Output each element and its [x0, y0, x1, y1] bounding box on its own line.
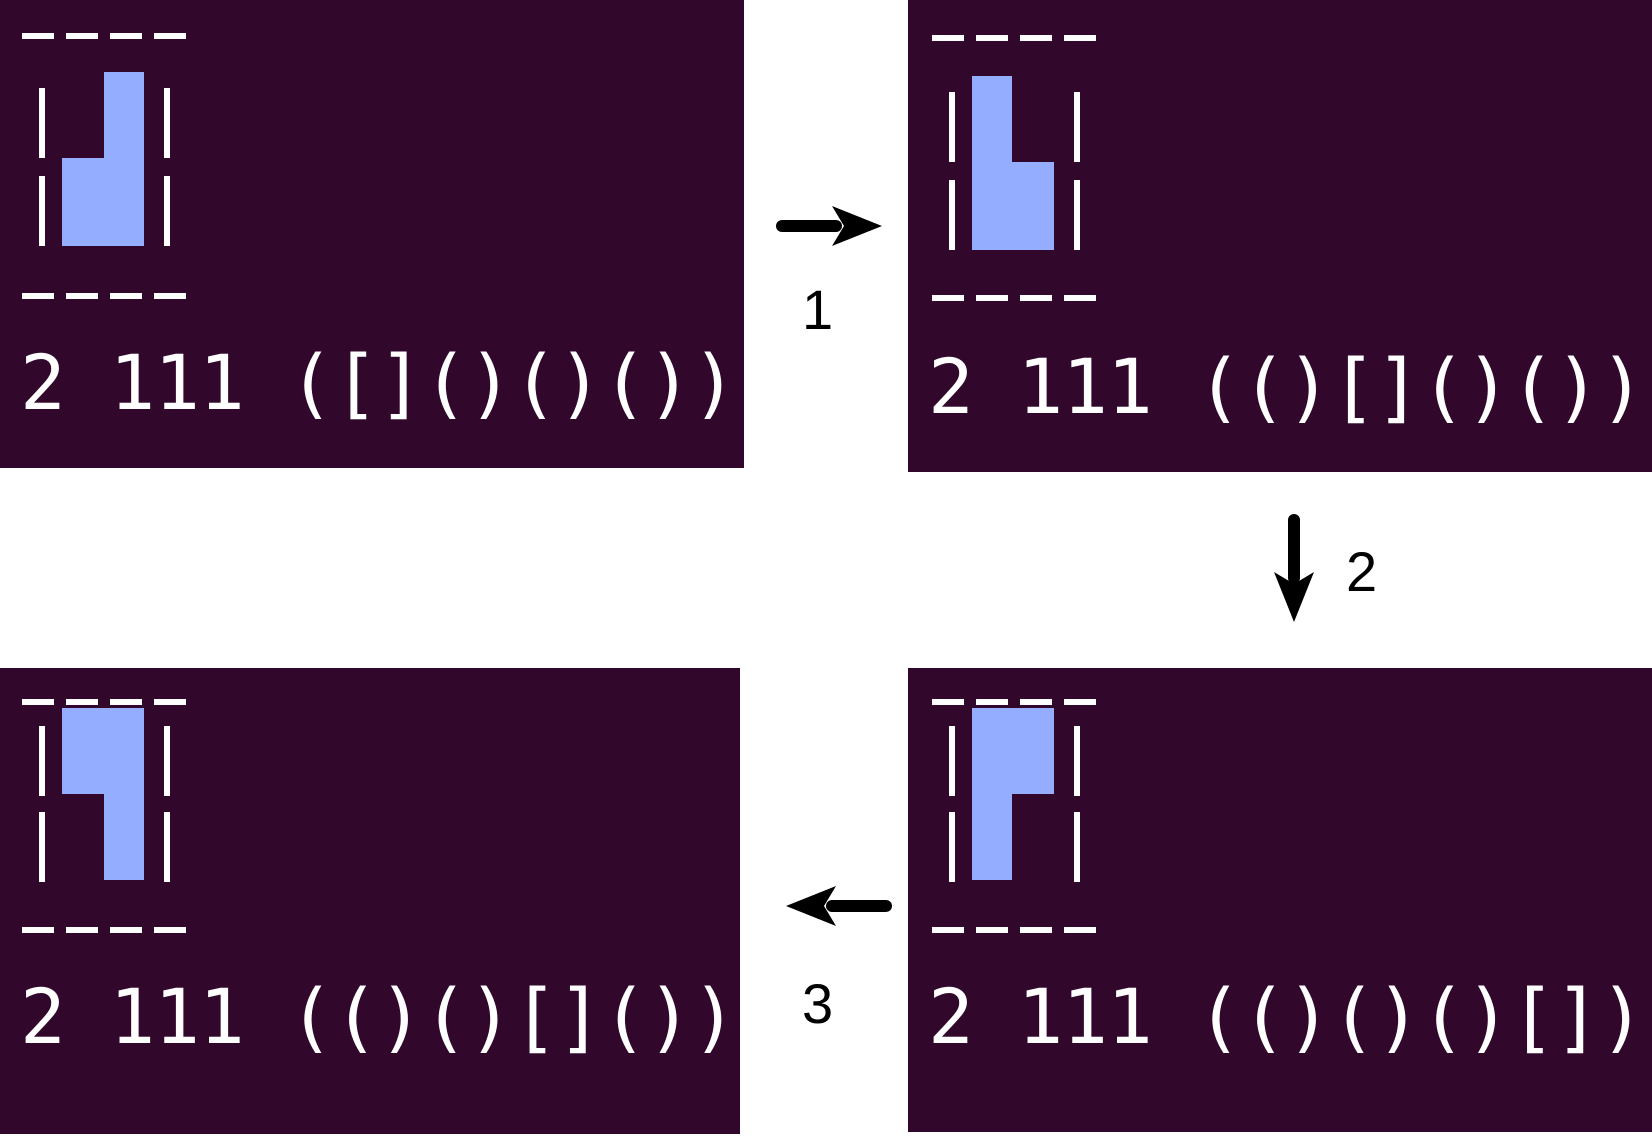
status-line: 2 111 (()()[]()) — [20, 972, 737, 1061]
status-line: 2 111 (()[]()()) — [928, 342, 1645, 431]
board-side-walls — [39, 726, 170, 882]
tetromino-piece — [62, 708, 144, 880]
arrow-left-icon — [786, 886, 892, 926]
board-bottom-right — [932, 699, 1096, 933]
arrow-right-icon — [776, 206, 882, 246]
status-line: 2 111 (()()()[]) — [928, 972, 1645, 1061]
board-side-walls — [949, 92, 1080, 250]
tetromino-piece — [62, 72, 144, 246]
board-bottom-left — [22, 699, 186, 933]
panel-bottom-left: 2 111 (()()[]()) — [0, 668, 740, 1134]
status-line: 2 111 ([]()()()) — [20, 338, 737, 427]
tetromino-piece — [972, 708, 1054, 880]
board-top-left — [22, 33, 186, 299]
board-side-walls — [39, 88, 170, 246]
panel-top-right: 2 111 (()[]()()) — [908, 0, 1652, 472]
panel-top-left: 2 111 ([]()()()) — [0, 0, 744, 468]
arrow-down-icon — [1274, 514, 1314, 622]
board-side-walls — [949, 726, 1080, 882]
tetromino-piece — [972, 76, 1054, 250]
board-top-right — [932, 35, 1096, 301]
step-label-2: 2 — [1346, 540, 1378, 603]
step-label-3: 3 — [802, 972, 834, 1035]
panel-bottom-right: 2 111 (()()()[]) — [908, 668, 1652, 1132]
step-label-1: 1 — [802, 278, 834, 341]
